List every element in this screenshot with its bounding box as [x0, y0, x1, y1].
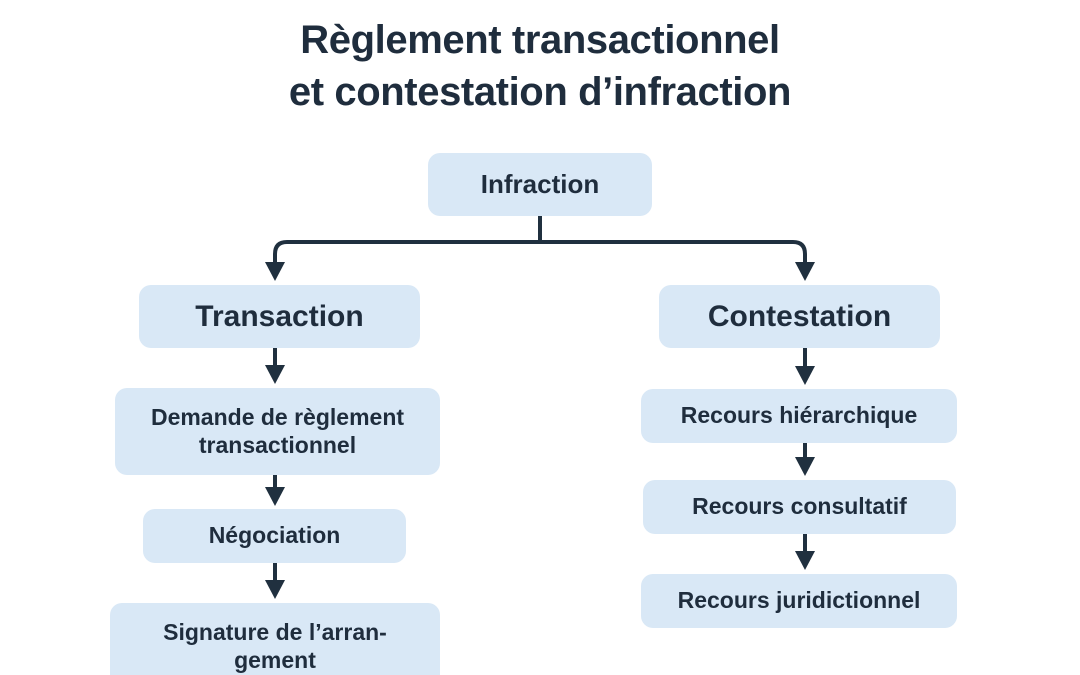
node-infraction-label: Infraction — [480, 169, 600, 200]
arrowhead-juridictionnel — [795, 551, 815, 570]
page-title: Règlement transactionnel et contestation… — [0, 14, 1080, 118]
connector-branch-left — [273, 240, 540, 262]
node-signature-arrangement-label: Signature de l’arran- gement — [120, 619, 430, 673]
page-title-line-2: et contestation d’infraction — [288, 70, 792, 114]
node-recours-consultatif[interactable]: Recours consultatif — [643, 480, 956, 534]
arrowhead-branch-right — [795, 262, 815, 281]
node-recours-hierarchique[interactable]: Recours hiérarchique — [641, 389, 957, 443]
node-recours-consultatif-label: Recours consultatif — [692, 493, 907, 520]
node-transaction[interactable]: Transaction — [139, 285, 420, 348]
node-line: Signature de l’arran- — [163, 619, 387, 646]
arrowhead-consultatif — [795, 457, 815, 476]
node-recours-juridictionnel-label: Recours juridictionnel — [677, 587, 921, 614]
node-demande-reglement[interactable]: Demande de règlement transactionnel — [115, 388, 440, 475]
node-contestation[interactable]: Contestation — [659, 285, 940, 348]
arrowhead-negociation — [265, 487, 285, 506]
node-line: Demande de règlement — [150, 404, 405, 431]
node-line: transactionnel — [198, 431, 357, 458]
arrowhead-hierarchique — [795, 366, 815, 385]
arrowhead-signature — [265, 580, 285, 599]
node-negociation-label: Négociation — [208, 522, 341, 549]
node-demande-reglement-label: Demande de règlement transactionnel — [125, 404, 430, 458]
arrowhead-branch-left — [265, 262, 285, 281]
node-negociation[interactable]: Négociation — [143, 509, 406, 563]
arrowhead-demande — [265, 365, 285, 384]
node-signature-arrangement[interactable]: Signature de l’arran- gement — [110, 603, 440, 675]
connector-branch-right — [540, 240, 807, 262]
node-recours-juridictionnel[interactable]: Recours juridictionnel — [641, 574, 957, 628]
node-infraction[interactable]: Infraction — [428, 153, 652, 216]
node-recours-hierarchique-label: Recours hiérarchique — [680, 402, 918, 429]
node-line: gement — [234, 646, 316, 673]
page-title-line-1: Règlement transactionnel — [300, 18, 780, 62]
node-contestation-label: Contestation — [707, 299, 892, 333]
node-transaction-label: Transaction — [195, 299, 364, 333]
